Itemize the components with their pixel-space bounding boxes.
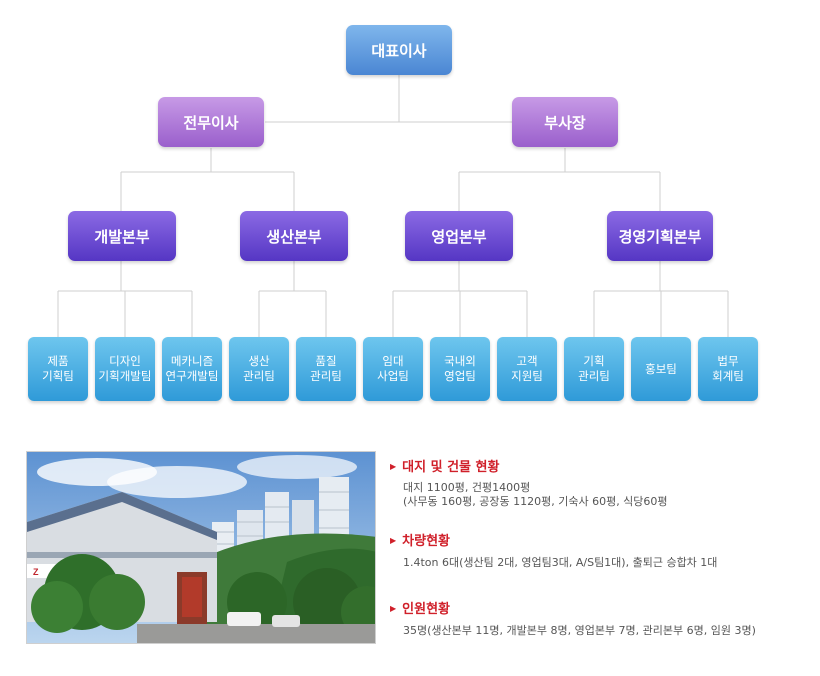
vehicle-line-1: 1.4ton 6대(생산팀 2대, 영업팀3대, A/S팀1대), 출퇴근 승합… <box>403 556 718 569</box>
division-box-development: 개발본부 <box>68 211 176 261</box>
team-box-public-relations: 홍보팀 <box>631 337 691 401</box>
vehicle-title-text: 차량현황 <box>402 534 450 549</box>
division-box-sales: 영업본부 <box>405 211 513 261</box>
staff-section-title: ▶ 인원현황 <box>390 598 450 617</box>
staff-title-text: 인원현황 <box>402 602 450 617</box>
land-building-section-title: ▶ 대지 및 건물 현황 <box>390 456 499 475</box>
team-box-design-planning-dev: 디자인 기획개발팀 <box>95 337 155 401</box>
team-box-product-planning: 제품 기획팀 <box>28 337 88 401</box>
team-box-planning-management: 기획 관리팀 <box>564 337 624 401</box>
svg-text:Z: Z <box>33 567 39 577</box>
team-box-quality-management: 품질 관리팀 <box>296 337 356 401</box>
team-box-legal-accounting: 법무 회계팀 <box>698 337 758 401</box>
executive-box-vice-president: 부사장 <box>512 97 618 147</box>
triangle-right-icon: ▶ <box>390 536 397 545</box>
land-building-line-1: 대지 1100평, 건평1400평 <box>403 481 531 494</box>
team-box-rental-business: 임대 사업팀 <box>363 337 423 401</box>
team-box-mechanism-rnd: 메카니즘 연구개발팀 <box>162 337 222 401</box>
team-box-production-management: 생산 관리팀 <box>229 337 289 401</box>
ceo-box: 대표이사 <box>346 25 452 75</box>
land-building-line-2: (사무동 160평, 공장동 1120평, 기숙사 60평, 식당60평 <box>403 495 668 508</box>
team-box-customer-support: 고객 지원팀 <box>497 337 557 401</box>
executive-box-senior-managing-director: 전무이사 <box>158 97 264 147</box>
staff-line-1: 35명(생산본부 11명, 개발본부 8명, 영업본부 7명, 관리본부 6명,… <box>403 624 756 637</box>
company-building-photo: Z <box>26 451 376 644</box>
division-box-management-planning: 경영기획본부 <box>607 211 713 261</box>
division-box-production: 생산본부 <box>240 211 348 261</box>
triangle-right-icon: ▶ <box>390 462 397 471</box>
land-building-title-text: 대지 및 건물 현황 <box>402 460 500 475</box>
team-box-domestic-overseas-sales: 국내외 영업팀 <box>430 337 490 401</box>
triangle-right-icon: ▶ <box>390 604 397 613</box>
vehicle-section-title: ▶ 차량현황 <box>390 530 450 549</box>
